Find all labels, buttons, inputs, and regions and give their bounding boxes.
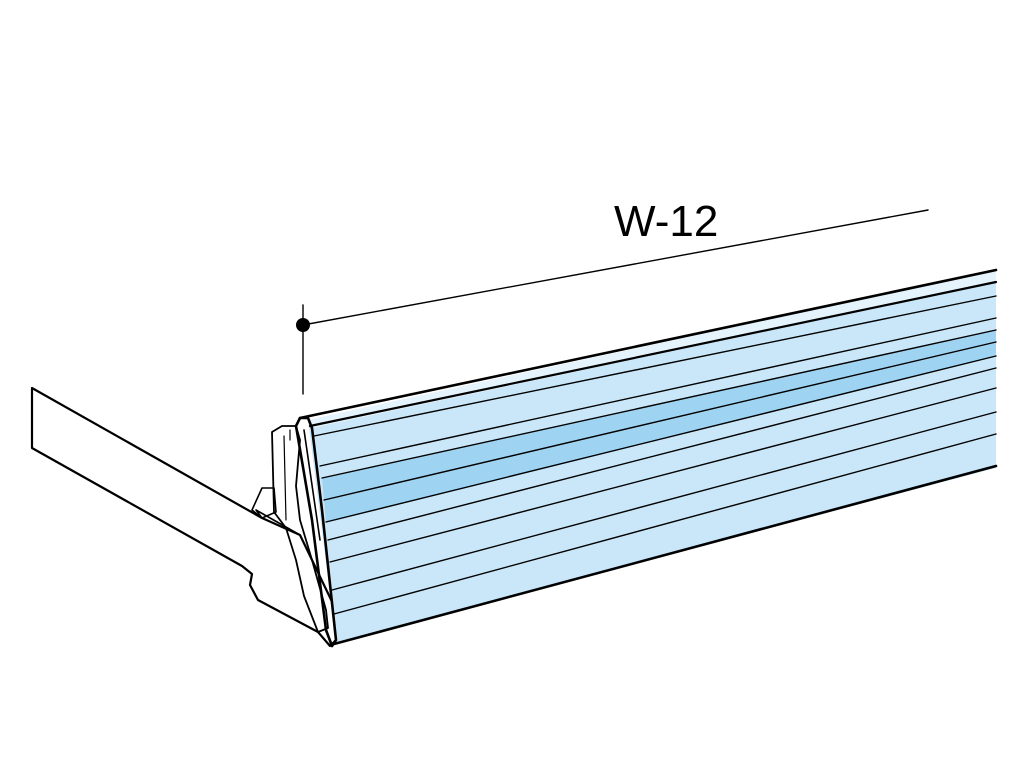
data-strip-channel — [294, 268, 998, 648]
dimension-dot — [296, 318, 310, 332]
dimension-indicator: W-12 — [296, 197, 929, 395]
dimension-label: W-12 — [614, 197, 718, 246]
dimension-line — [302, 209, 929, 326]
